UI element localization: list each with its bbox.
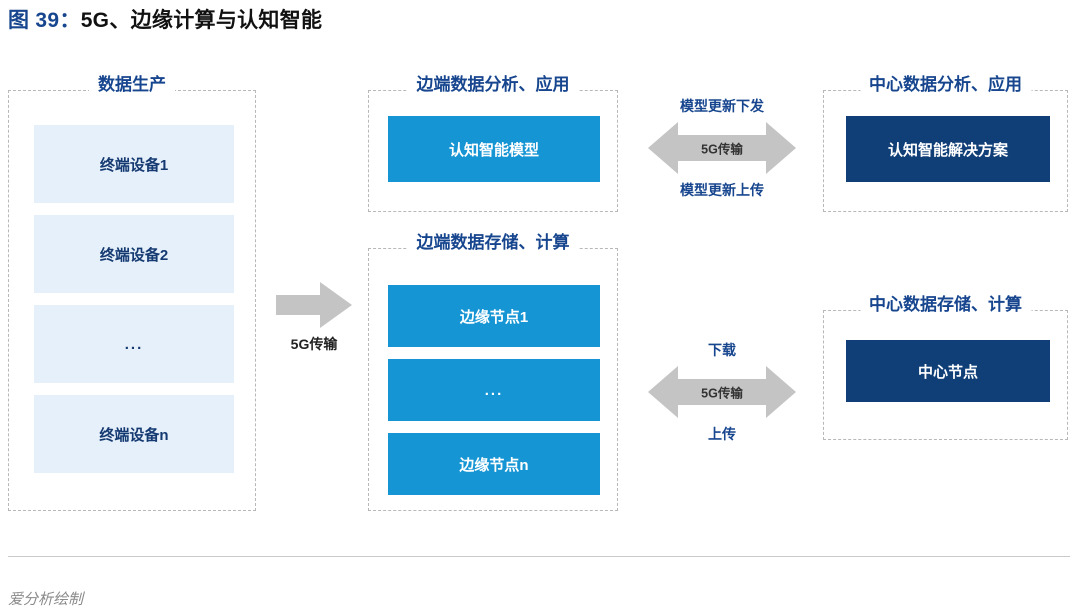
arrow-label-model-update-upload: 模型更新上传 [680,182,764,198]
box-cognitive-intelligence-solution[interactable]: 认知智能解决方案 [846,116,1050,182]
source-credit: 爱分析绘制 [8,591,84,608]
box-terminal-device-1[interactable]: 终端设备1 [34,125,234,203]
page-title: 图 39：5G、边缘计算与认知智能 [8,4,322,34]
right-arrow-icon [276,282,352,328]
bidirectional-arrow-icon [648,122,796,174]
panel-center-storage: 中心数据存储、计算 中心节点 [823,294,1068,440]
box-edge-node-ellipsis[interactable]: ... [388,359,600,421]
box-label: 认知智能模型 [448,141,539,159]
figure-title-text: 5G、边缘计算与认知智能 [80,9,323,32]
footer-divider [8,556,1070,557]
arrow-label-5g-transmission: 5G传输 [701,142,743,157]
panel-title-center-analysis: 中心数据分析、应用 [860,74,1031,96]
arrow-label-download: 下载 [708,342,736,358]
box-label: 终端设备2 [99,246,169,264]
box-label: 终端设备1 [99,156,169,174]
box-label: ... [484,381,504,399]
panel-center-analysis: 中心数据分析、应用 认知智能解决方案 [823,74,1068,212]
box-cognitive-intelligence-model[interactable]: 认知智能模型 [388,116,600,182]
arrow-data-sync: 下载 5G传输 上传 [648,340,796,450]
box-label: 边缘节点n [459,456,529,474]
arrow-label-upload: 上传 [708,426,736,442]
panel-title-edge-storage: 边端数据存储、计算 [407,232,579,254]
arrow-label-5g-transmission: 5G传输 [701,386,743,401]
panel-title-edge-analysis: 边端数据分析、应用 [407,74,579,96]
panel-edge-storage: 边端数据存储、计算 边缘节点1 ... 边缘节点n [368,232,618,511]
arrow-production-to-edge: 5G传输 [276,282,352,354]
box-label: ... [124,335,144,353]
box-center-node[interactable]: 中心节点 [846,340,1050,402]
box-terminal-device-n[interactable]: 终端设备n [34,395,234,473]
box-label: 认知智能解决方案 [887,141,1008,159]
arrow-model-update: 模型更新下发 5G传输 模型更新上传 [648,96,796,206]
box-terminal-device-2[interactable]: 终端设备2 [34,215,234,293]
arrow-label-model-update-download: 模型更新下发 [680,98,764,114]
box-edge-node-n[interactable]: 边缘节点n [388,433,600,495]
box-terminal-device-ellipsis[interactable]: ... [34,305,234,383]
box-edge-node-1[interactable]: 边缘节点1 [388,285,600,347]
bidirectional-arrow-icon [648,366,796,418]
panel-title-center-storage: 中心数据存储、计算 [860,294,1031,316]
box-label: 边缘节点1 [459,308,529,326]
box-label: 终端设备n [99,426,169,444]
panel-data-production: 数据生产 终端设备1 终端设备2 ... 终端设备n [8,74,256,511]
figure-number: 图 39： [8,9,81,32]
box-label: 中心节点 [917,363,978,381]
panel-edge-analysis: 边端数据分析、应用 认知智能模型 [368,74,618,212]
arrow-label-5g-transmission: 5G传输 [290,336,338,352]
panel-title-data-production: 数据生产 [89,74,175,96]
